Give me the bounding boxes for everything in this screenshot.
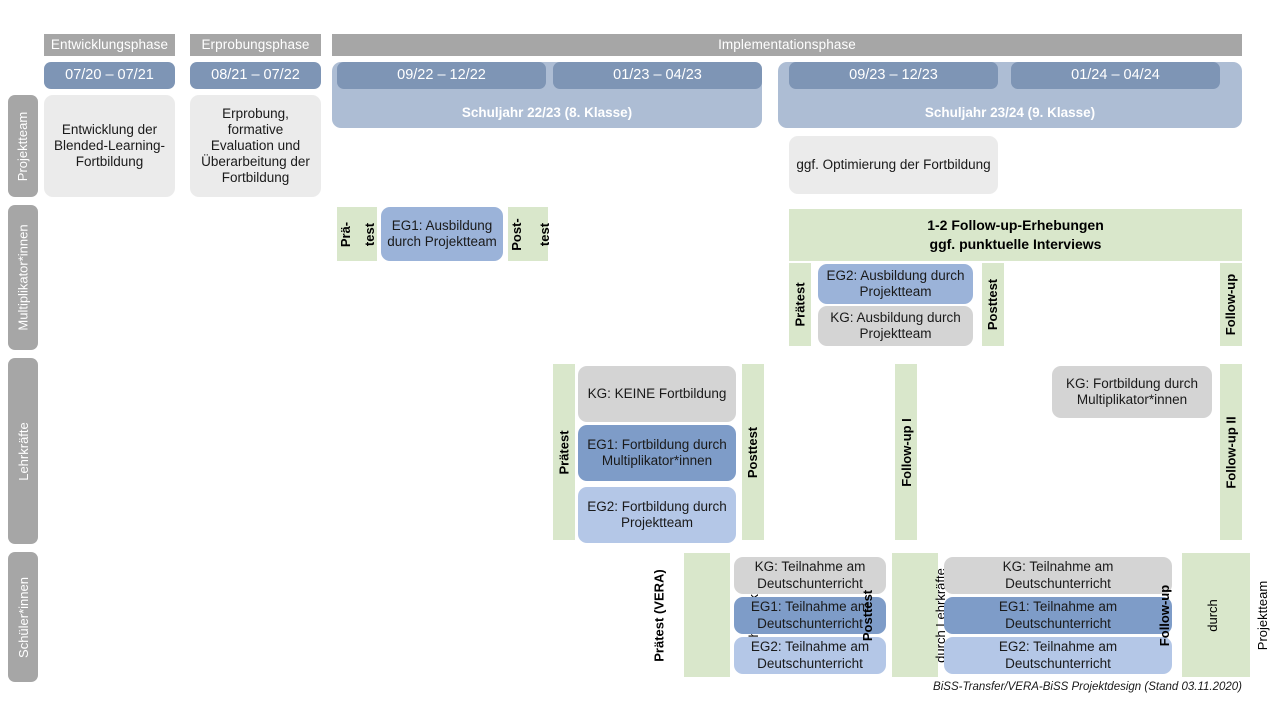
praetest-text: Prätest xyxy=(556,429,572,475)
multi-followup-label: Follow-up xyxy=(1220,263,1242,346)
box-label: KG: KEINE Fortbildung xyxy=(587,385,727,401)
posttest-bold: Posttest xyxy=(860,589,876,641)
lehrkraefte-kg-multi-box: KG: Fortbildung durch Multiplikator*inne… xyxy=(1052,366,1212,418)
role-label: Projektteam xyxy=(15,111,31,181)
followup-text: Follow-up xyxy=(1223,273,1239,336)
posttest-text: Posttest xyxy=(745,426,761,478)
followup-text: Follow-up II xyxy=(1223,415,1239,489)
box-label: EG1: Teilnahme am Deutschunterricht xyxy=(750,599,870,631)
box-label: EG1: Teilnahme am Deutschunterricht xyxy=(998,599,1118,631)
lehrkraefte-followup2-label: Follow-up II xyxy=(1220,364,1242,540)
projektteam-erprobung-box: Erprobung, formative Evaluation und Über… xyxy=(190,95,321,197)
schoolyear-label: Schuljahr 23/24 (9. Klasse) xyxy=(924,105,1096,120)
schueler-right-eg2-box: EG2: Teilnahme am Deutschunterricht xyxy=(944,637,1172,674)
box-label: EG2: Ausbildung durch Projektteam xyxy=(826,267,965,299)
box-label: KG: Teilnahme am Deutschunterricht xyxy=(1002,559,1114,591)
footer-caption: BiSS-Transfer/VERA-BiSS Projektdesign (S… xyxy=(933,681,1242,693)
period-chip-0923-1223: 09/23 – 12/23 xyxy=(789,62,998,89)
followup-sub1: durch xyxy=(1204,598,1220,632)
box-label: EG1: Fortbildung durch Multiplikator*inn… xyxy=(587,436,727,468)
posttest-line2: test xyxy=(536,222,552,246)
multi-posttest-label: Post- test xyxy=(508,207,552,261)
multi-kg-box: KG: Ausbildung durch Projektteam xyxy=(818,306,973,346)
period-label: 09/22 – 12/22 xyxy=(397,66,486,83)
period-label: 01/23 – 04/23 xyxy=(613,66,702,83)
period-chip-0922-1222: 09/22 – 12/22 xyxy=(337,62,546,89)
lehrkraefte-posttest-label: Posttest xyxy=(742,364,764,540)
lehrkraefte-eg2-box: EG2: Fortbildung durch Projektteam xyxy=(578,487,736,543)
box-label: Entwicklung der Blended-Learning-Fortbil… xyxy=(53,121,166,170)
multi-eg2-box: EG2: Ausbildung durch Projektteam xyxy=(818,264,973,304)
period-label: 07/20 – 07/21 xyxy=(65,66,154,83)
box-label: Erprobung, formative Evaluation und Über… xyxy=(201,105,310,186)
schueler-posttest-label: Posttest durch Lehrkräfte xyxy=(860,553,948,677)
banner-line1: 1-2 Follow-up-Erhebungen xyxy=(927,217,1104,234)
lehrkraefte-eg1-box: EG1: Fortbildung durch Multiplikator*inn… xyxy=(578,425,736,481)
lehrkraefte-followup1-label: Follow-up I xyxy=(895,364,917,540)
schoolyear-label: Schuljahr 22/23 (8. Klasse) xyxy=(461,105,633,120)
projektteam-optimierung-box: ggf. Optimierung der Fortbildung xyxy=(789,136,998,194)
lehrkraefte-kg-keine-box: KG: KEINE Fortbildung xyxy=(578,366,736,422)
multi-posttest2-label: Posttest xyxy=(982,263,1004,346)
projektteam-entwicklung-box: Entwicklung der Blended-Learning-Fortbil… xyxy=(44,95,175,197)
box-label: EG2: Fortbildung durch Projektteam xyxy=(587,498,727,530)
role-bar-schuelerinnen: Schüler*innen xyxy=(8,552,38,682)
box-label: EG2: Teilnahme am Deutschunterricht xyxy=(750,639,870,671)
multi-praetest2-label: Prätest xyxy=(789,263,811,346)
schueler-followup-label: Follow-up durch Projektteam xyxy=(1158,553,1270,677)
followup-sub2: Projektteam xyxy=(1255,580,1271,650)
praetest-text: Prätest xyxy=(792,282,808,327)
role-label: Lehrkräfte xyxy=(15,421,31,481)
phase-bar-erprobungsphase: Erprobungsphase xyxy=(190,34,321,56)
period-label: 09/23 – 12/23 xyxy=(849,66,938,83)
multi-followup-banner: 1-2 Follow-up-Erhebungen ggf. punktuelle… xyxy=(789,209,1242,261)
box-label: EG2: Teilnahme am Deutschunterricht xyxy=(998,639,1118,671)
phase-label: Implementationsphase xyxy=(718,37,856,53)
role-label: Multiplikator*innen xyxy=(15,224,31,331)
phase-label: Erprobungsphase xyxy=(201,37,310,53)
role-bar-projektteam: Projektteam xyxy=(8,95,38,197)
role-bar-lehrkraefte: Lehrkräfte xyxy=(8,358,38,544)
box-label: KG: Teilnahme am Deutschunterricht xyxy=(754,559,866,591)
multi-eg1-box: EG1: Ausbildung durch Projektteam xyxy=(381,207,503,261)
phase-bar-implementationsphase: Implementationsphase xyxy=(332,34,1242,56)
period-label: 08/21 – 07/22 xyxy=(211,66,300,83)
schueler-left-eg2-box: EG2: Teilnahme am Deutschunterricht xyxy=(734,637,886,674)
period-chip-0720-0721: 07/20 – 07/21 xyxy=(44,62,175,89)
phase-bar-entwicklungsphase: Entwicklungsphase xyxy=(44,34,175,56)
period-chip-0124-0424: 01/24 – 04/24 xyxy=(1011,62,1220,89)
period-chip-0821-0722: 08/21 – 07/22 xyxy=(190,62,321,89)
box-label: KG: Fortbildung durch Multiplikator*inne… xyxy=(1065,375,1199,407)
schueler-left-eg1-box: EG1: Teilnahme am Deutschunterricht xyxy=(734,597,886,634)
period-chip-0123-0423: 01/23 – 04/23 xyxy=(553,62,762,89)
schueler-right-eg1-box: EG1: Teilnahme am Deutschunterricht xyxy=(944,597,1172,634)
schueler-right-kg-box: KG: Teilnahme am Deutschunterricht xyxy=(944,557,1172,594)
followup-bold: Follow-up xyxy=(1157,584,1173,646)
box-label: ggf. Optimierung der Fortbildung xyxy=(796,156,991,172)
praetest-bold: Prätest (VERA) xyxy=(652,568,668,662)
box-label: EG1: Ausbildung durch Projektteam xyxy=(387,217,497,249)
praetest-line1: Prä- xyxy=(337,221,353,247)
praetest-line2: test xyxy=(362,222,378,246)
schueler-praetest-label: Prätest (VERA) durch Lehrkräfte xyxy=(652,553,761,677)
box-label: KG: Ausbildung durch Projektteam xyxy=(830,309,961,341)
phase-label: Entwicklungsphase xyxy=(50,37,169,53)
banner-line2: ggf. punktuelle Interviews xyxy=(929,236,1102,252)
multi-praetest-label: Prä- test xyxy=(337,207,377,261)
role-bar-multiplikatorinnen: Multiplikator*innen xyxy=(8,205,38,350)
schueler-left-kg-box: KG: Teilnahme am Deutschunterricht xyxy=(734,557,886,594)
posttest-text: Posttest xyxy=(985,278,1001,331)
followup-text: Follow-up I xyxy=(898,417,914,487)
role-label: Schüler*innen xyxy=(15,576,31,658)
lehrkraefte-praetest-label: Prätest xyxy=(553,364,575,540)
posttest-line1: Post- xyxy=(508,217,524,251)
period-label: 01/24 – 04/24 xyxy=(1071,66,1160,83)
